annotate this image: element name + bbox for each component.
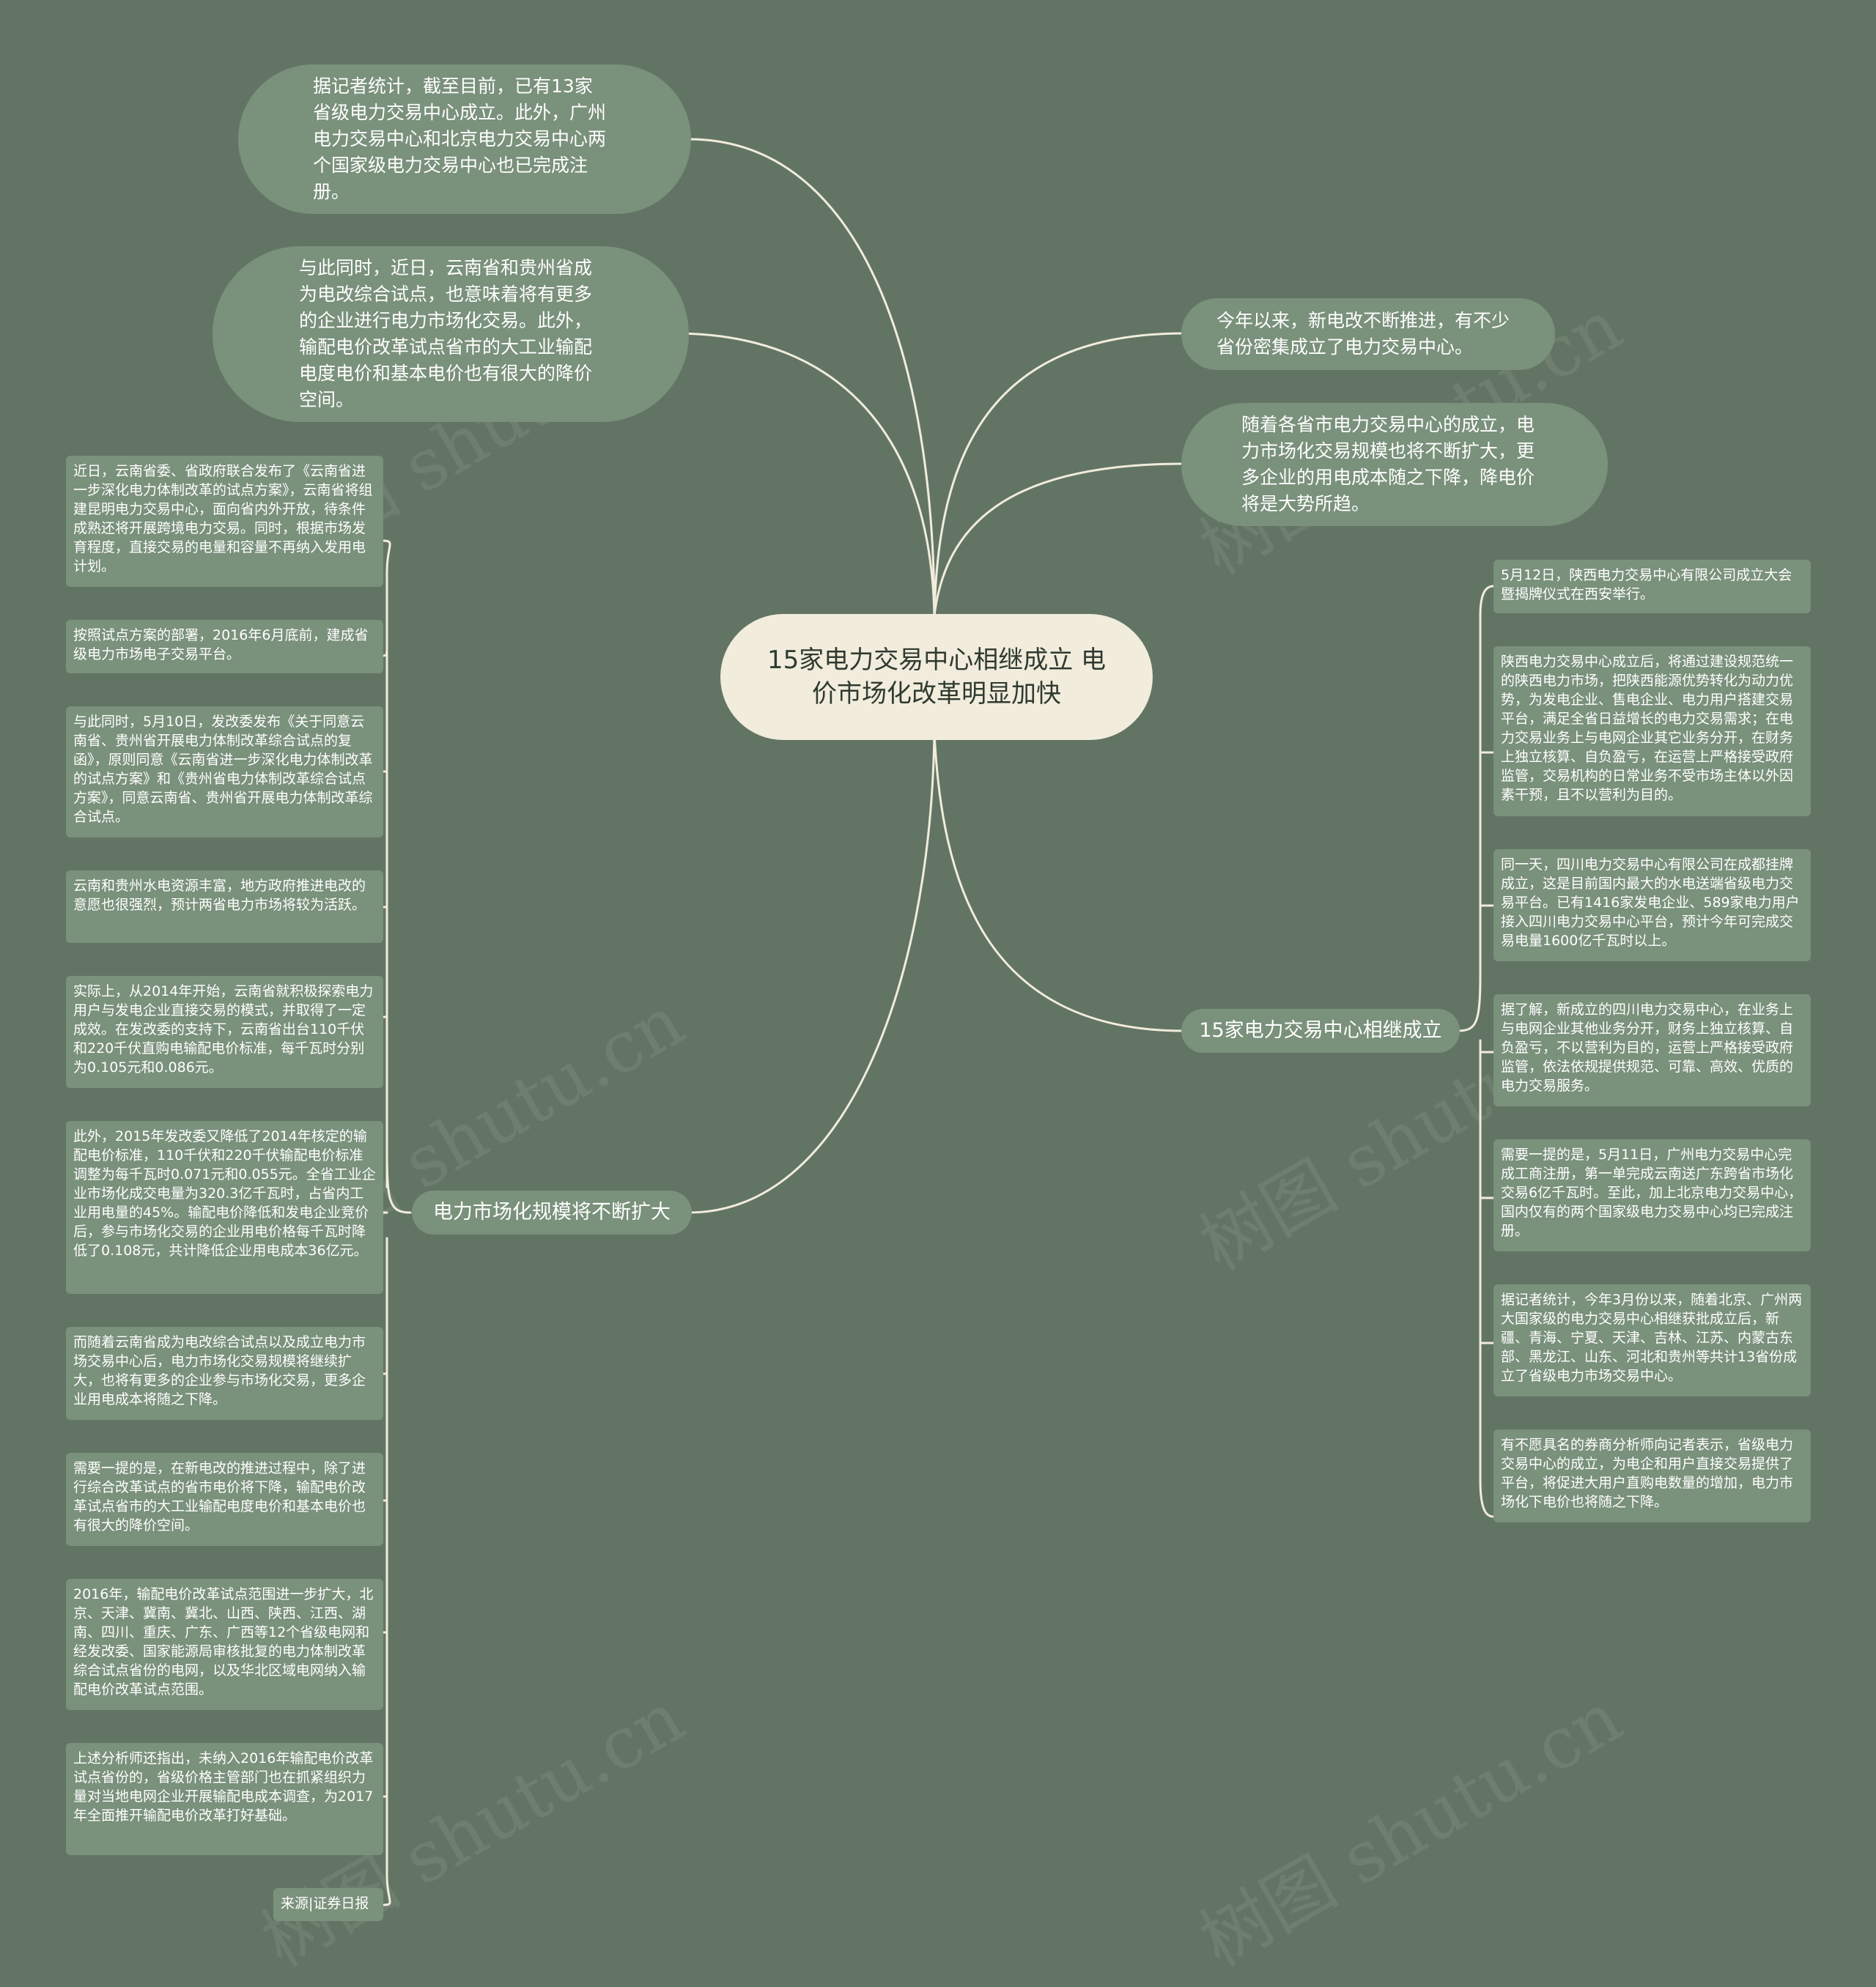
right-card-links — [1457, 585, 1495, 1518]
link-root-bubble-4 — [933, 462, 1185, 617]
left-card-market-expansion[interactable]: 而随着云南省成为电改综合试点以及成立电力市场交易中心后，电力市场化交易规模将继续… — [66, 1327, 383, 1420]
summary-bubble-pilot-provinces[interactable]: 与此同时，近日，云南省和贵州省成为电改综合试点，也意味着将有更多的企业进行电力市… — [213, 246, 689, 422]
right-card-provincial-centers[interactable]: 据记者统计，今年3月份以来，随着北京、广州两大国家级的电力交易中心相继获批成立后… — [1493, 1284, 1811, 1396]
link-root-bubble-1 — [687, 138, 936, 617]
left-card-direct-trade[interactable]: 实际上，从2014年开始，云南省就积极探索电力用户与发电企业直接交易的模式，并取… — [66, 976, 383, 1088]
branch-fifteen-centers[interactable]: 15家电力交易中心相继成立 — [1181, 1009, 1460, 1053]
link-root-bubble-3 — [933, 332, 1185, 617]
root-topic[interactable]: 15家电力交易中心相继成立 电价市场化改革明显加快 — [720, 614, 1153, 740]
left-card-pilot-expansion[interactable]: 2016年，输配电价改革试点范围进一步扩大，北京、天津、冀南、冀北、山西、陕西、… — [66, 1579, 383, 1710]
branch-label: 15家电力交易中心相继成立 — [1199, 1019, 1442, 1042]
right-card-shaanxi-goals[interactable]: 陕西电力交易中心成立后，将通过建设规范统一的陕西电力市场，把陕西能源优势转化为动… — [1493, 646, 1811, 816]
left-card-links — [382, 539, 412, 1906]
root-topic-text: 15家电力交易中心相继成立 电价市场化改革明显加快 — [767, 645, 1107, 708]
left-card-price-space[interactable]: 需要一提的是，在新电改的推进过程中，除了进行综合改革试点的省市电价将下降，输配电… — [66, 1453, 383, 1546]
summary-bubble-text: 随着各省市电力交易中心的成立，电力市场化交易规模也将不断扩大，更多企业的用电成本… — [1241, 414, 1535, 514]
summary-bubble-total-centers[interactable]: 据记者统计，截至目前，已有13家省级电力交易中心成立。此外，广州电力交易中心和北… — [238, 64, 691, 214]
branch-label: 电力市场化规模将不断扩大 — [433, 1201, 671, 1224]
left-card-yunnan-plan[interactable]: 近日，云南省委、省政府联合发布了《云南省进一步深化电力体制改革的试点方案》，云南… — [66, 456, 383, 587]
summary-bubble-text: 与此同时，近日，云南省和贵州省成为电改综合试点，也意味着将有更多的企业进行电力市… — [299, 257, 593, 410]
left-card-ndrc-reply[interactable]: 与此同时，5月10日，发改委发布《关于同意云南省、贵州省开展电力体制改革综合试点… — [66, 706, 383, 837]
right-card-shaanxi-launch[interactable]: 5月12日，陕西电力交易中心有限公司成立大会暨揭牌仪式在西安举行。 — [1493, 560, 1811, 613]
left-card-platform-deadline[interactable]: 按照试点方案的部署，2016年6月底前，建成省级电力市场电子交易平台。 — [66, 620, 383, 673]
summary-bubble-text: 据记者统计，截至目前，已有13家省级电力交易中心成立。此外，广州电力交易中心和北… — [313, 75, 607, 202]
link-root-right-branch — [933, 731, 1185, 1032]
right-card-analyst-view[interactable]: 有不愿具名的券商分析师向记者表示，省级电力交易中心的成立，为电企和用户直接交易提… — [1493, 1429, 1811, 1522]
left-card-hydropower[interactable]: 云南和贵州水电资源丰富，地方政府推进电改的意愿也很强烈，预计两省电力市场将较为活… — [66, 870, 383, 943]
right-card-sichuan-launch[interactable]: 同一天，四川电力交易中心有限公司在成都挂牌成立，这是目前国内最大的水电送端省级电… — [1493, 849, 1811, 961]
right-card-sichuan-operation[interactable]: 据了解，新成立的四川电力交易中心，在业务上与电网企业其他业务分开，财务上独立核算… — [1493, 994, 1811, 1106]
left-card-source[interactable]: 来源|证券日报 — [273, 1888, 383, 1921]
summary-bubble-text: 今年以来，新电改不断推进，有不少省份密集成立了电力交易中心。 — [1216, 310, 1510, 358]
right-card-guangzhou-center[interactable]: 需要一提的是，5月11日，广州电力交易中心完成工商注册，第一单完成云南送广东跨省… — [1493, 1139, 1811, 1251]
link-root-bubble-2 — [673, 332, 936, 617]
summary-bubble-price-trend[interactable]: 随着各省市电力交易中心的成立，电力市场化交易规模也将不断扩大，更多企业的用电成本… — [1181, 403, 1608, 526]
left-card-analyst-note[interactable]: 上述分析师还指出，未纳入2016年输配电价改革试点省份的，省级价格主管部门也在抓… — [66, 1743, 383, 1855]
summary-bubble-new-reform[interactable]: 今年以来，新电改不断推进，有不少省份密集成立了电力交易中心。 — [1181, 298, 1555, 370]
branch-market-scale[interactable]: 电力市场化规模将不断扩大 — [412, 1191, 692, 1235]
link-root-left-branch — [687, 731, 936, 1214]
left-card-price-reduction[interactable]: 此外，2015年发改委又降低了2014年核定的输配电价标准，110千伏和220千… — [66, 1121, 383, 1294]
